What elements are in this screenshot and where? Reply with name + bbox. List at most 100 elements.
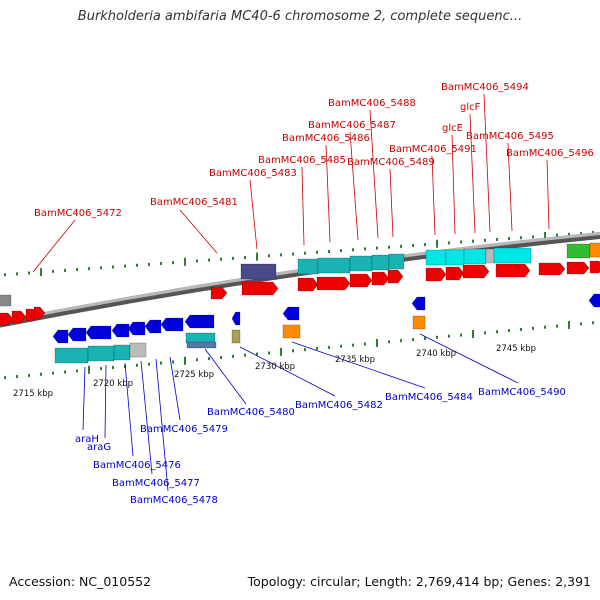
cyan-feature[interactable]	[349, 255, 373, 272]
reverse-leader-line	[169, 356, 181, 421]
cyan-feature[interactable]	[185, 332, 216, 344]
forward-gene-label[interactable]: BamMC406_5488	[328, 98, 416, 109]
lower-tick	[424, 336, 426, 340]
forward-gene-label[interactable]: BamMC406_5483	[209, 168, 297, 179]
bright-cyan-feature[interactable]	[425, 249, 447, 266]
forward-gene-label[interactable]: BamMC406_5472	[34, 208, 122, 219]
reverse-cds[interactable]	[111, 323, 130, 338]
forward-gene-label[interactable]: BamMC406_5489	[347, 157, 435, 168]
reverse-gene-label[interactable]: araG	[87, 442, 111, 453]
forward-cds[interactable]	[445, 266, 465, 281]
forward-gene-label[interactable]: glcF	[460, 102, 481, 113]
forward-gene-label[interactable]: BamMC406_5495	[466, 131, 554, 142]
lower-tick	[484, 331, 486, 335]
lower-tick	[448, 334, 450, 338]
forward-gene-label[interactable]: BamMC406_5487	[308, 120, 396, 131]
forward-cds[interactable]	[538, 262, 566, 276]
lower-tick	[316, 347, 318, 351]
scale-label: 2735 kbp	[335, 355, 375, 365]
orange-feature[interactable]	[412, 315, 426, 330]
forward-cds[interactable]	[241, 281, 279, 296]
reverse-gene-label[interactable]: BamMC406_5490	[478, 387, 566, 398]
navy-feature[interactable]	[240, 263, 277, 280]
reverse-gene-label[interactable]: BamMC406_5480	[207, 407, 295, 418]
forward-gene-label[interactable]: BamMC406_5486	[282, 133, 370, 144]
reverse-gene-label[interactable]: BamMC406_5478	[130, 495, 218, 506]
upper-tick	[520, 236, 522, 240]
lower-tick	[112, 366, 114, 370]
lower-tick	[412, 338, 414, 342]
upper-tick	[112, 265, 114, 269]
reverse-gene-label[interactable]: BamMC406_5477	[112, 478, 200, 489]
forward-cds[interactable]	[349, 273, 373, 288]
forward-gene-label[interactable]: BamMC406_5494	[441, 82, 529, 93]
reverse-cds[interactable]	[144, 319, 162, 334]
reverse-cds[interactable]	[127, 321, 146, 336]
reverse-cds[interactable]	[67, 327, 87, 342]
forward-gene-label[interactable]: BamMC406_5481	[150, 197, 238, 208]
forward-gene-label[interactable]: BamMC406_5496	[506, 148, 594, 159]
gray-feature[interactable]	[129, 342, 147, 358]
reverse-cds[interactable]	[411, 296, 426, 311]
reverse-gene-label[interactable]: BamMC406_5476	[93, 460, 181, 471]
forward-cds[interactable]	[589, 260, 600, 274]
lower-tick	[64, 370, 66, 374]
reverse-cds[interactable]	[231, 311, 241, 326]
reverse-cds[interactable]	[588, 293, 600, 308]
reverse-gene-label[interactable]: araH	[75, 434, 99, 445]
gray-feature[interactable]	[485, 248, 495, 264]
cyan-feature[interactable]	[297, 258, 319, 275]
cyan-feature[interactable]	[317, 257, 351, 274]
bright-cyan-feature[interactable]	[493, 247, 532, 264]
cyan-feature[interactable]	[388, 253, 405, 270]
forward-leader-line	[249, 179, 258, 250]
forward-cds[interactable]	[462, 264, 490, 279]
reverse-cds[interactable]	[52, 329, 69, 344]
cyan-feature[interactable]	[113, 344, 131, 361]
upper-tick	[304, 251, 306, 255]
reverse-cds[interactable]	[282, 306, 300, 321]
reverse-leader-line	[419, 333, 519, 384]
orange-feature[interactable]	[282, 324, 301, 339]
reverse-cds[interactable]	[160, 317, 184, 332]
forward-leader-line	[507, 142, 513, 232]
reverse-gene-label[interactable]: BamMC406_5479	[140, 424, 228, 435]
gray-feature[interactable]	[0, 294, 12, 307]
forward-cds[interactable]	[566, 261, 590, 275]
cyan-feature[interactable]	[87, 345, 115, 362]
bright-cyan-feature[interactable]	[445, 249, 465, 266]
reverse-leader-line	[155, 358, 169, 492]
forward-gene-label[interactable]: BamMC406_5485	[258, 155, 346, 166]
forward-cds[interactable]	[210, 286, 228, 300]
forward-cds[interactable]	[371, 271, 390, 286]
olive-feature[interactable]	[231, 329, 241, 344]
reverse-cds[interactable]	[184, 314, 215, 329]
forward-cds[interactable]	[316, 276, 351, 291]
orange-feature[interactable]	[589, 242, 600, 258]
upper-tick	[268, 254, 270, 258]
forward-gene-label[interactable]: glcE	[442, 123, 463, 134]
forward-cds[interactable]	[425, 267, 447, 282]
green-feature[interactable]	[566, 243, 591, 259]
forward-cds[interactable]	[495, 263, 531, 278]
reverse-cds[interactable]	[85, 325, 112, 340]
lower-tick	[16, 375, 18, 379]
slate-feature[interactable]	[186, 341, 217, 349]
forward-leader-line	[325, 144, 331, 243]
forward-cds[interactable]	[0, 312, 14, 326]
forward-cds[interactable]	[11, 310, 27, 324]
upper-tick	[196, 259, 198, 263]
forward-cds[interactable]	[387, 269, 404, 284]
reverse-gene-label[interactable]: BamMC406_5484	[385, 392, 473, 403]
bright-cyan-feature[interactable]	[463, 248, 487, 265]
cyan-feature[interactable]	[54, 347, 89, 364]
cyan-feature[interactable]	[371, 254, 390, 271]
forward-cds[interactable]	[297, 277, 319, 292]
reverse-gene-label[interactable]: BamMC406_5482	[295, 400, 383, 411]
lower-tick	[544, 325, 546, 329]
lower-tick	[136, 363, 138, 367]
forward-gene-label[interactable]: BamMC406_5491	[389, 144, 477, 155]
forward-cds[interactable]	[33, 306, 46, 320]
